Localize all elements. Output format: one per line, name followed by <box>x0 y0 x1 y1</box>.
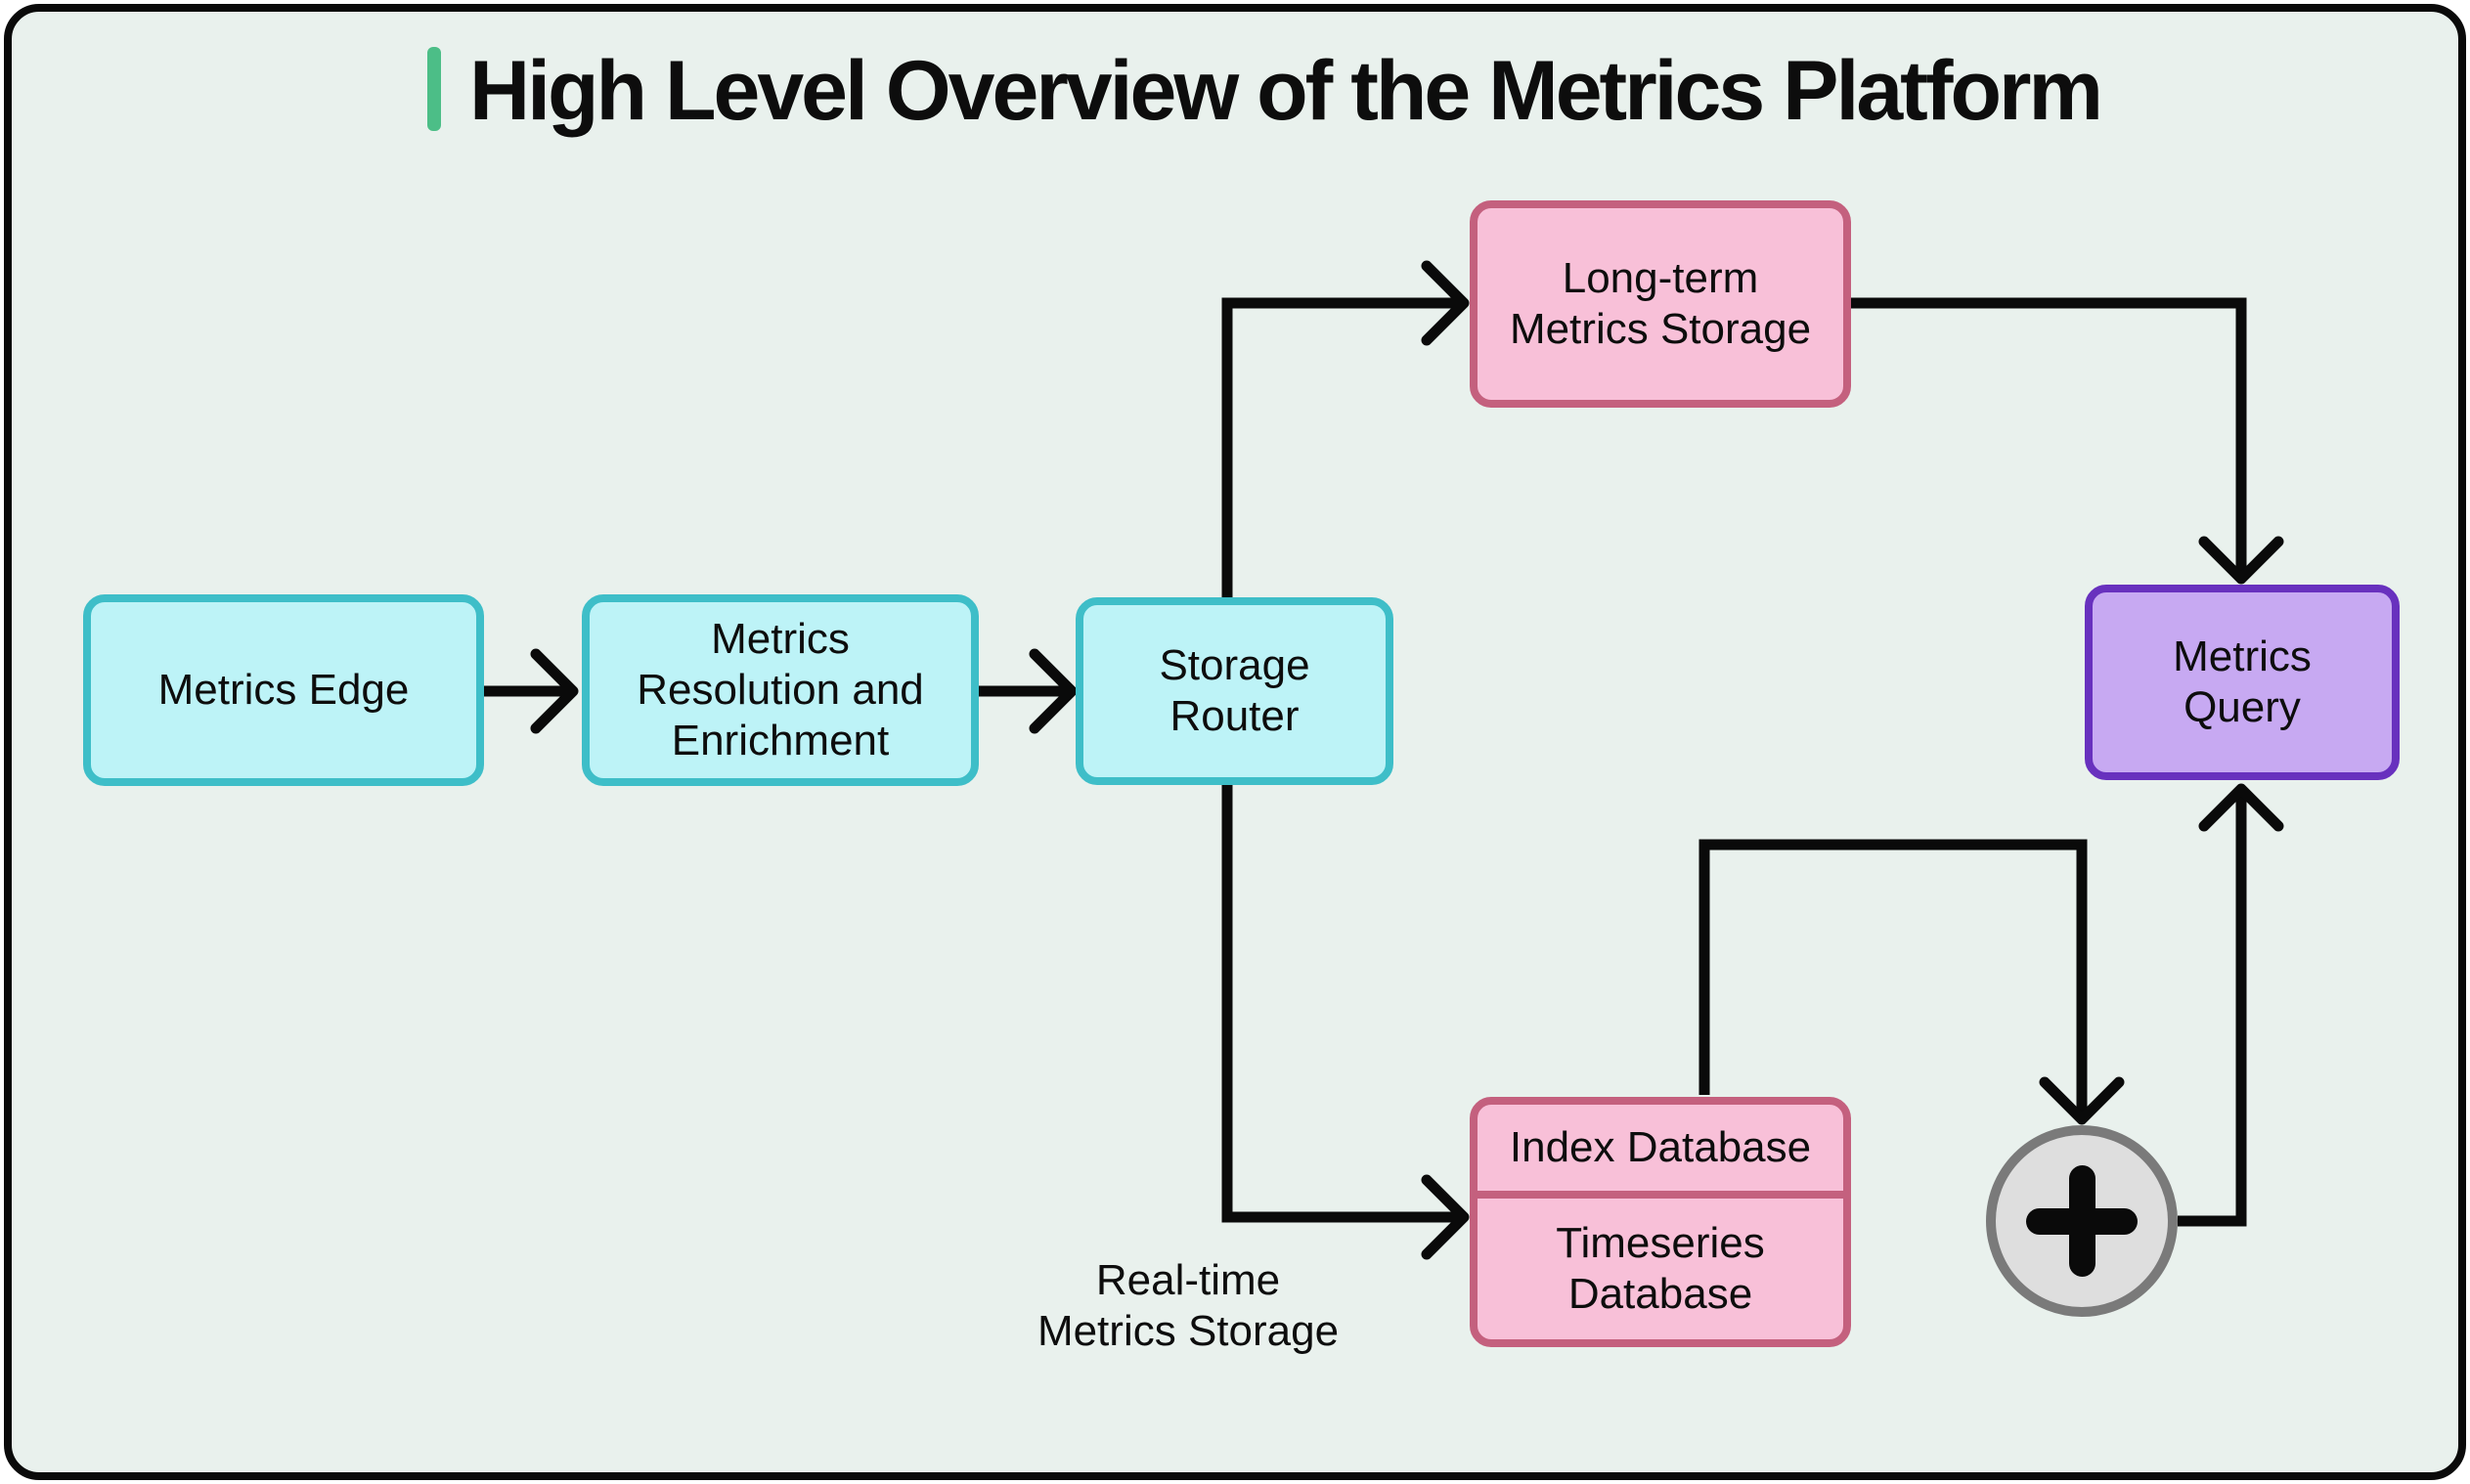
page-title: High Level Overview of the Metrics Platf… <box>469 44 2103 138</box>
stack-divider <box>1478 1191 1843 1199</box>
node-metrics-edge: Metrics Edge <box>83 594 484 786</box>
arrow-longterm-to-query-head <box>2198 536 2284 585</box>
arrow-edge-to-resolution-head <box>530 648 579 734</box>
arrow-router-to-realtime-head <box>1421 1174 1470 1260</box>
node-timeseries-database: Timeseries Database <box>1478 1199 1843 1339</box>
arrow-resolution-to-router-head <box>1029 648 1078 734</box>
node-longterm-metrics-storage-label: Long-term Metrics Storage <box>1509 254 1812 353</box>
node-metrics-resolution-enrichment-label: Metrics Resolution and Enrichment <box>637 615 924 764</box>
arrow-longterm-to-query <box>1851 297 2247 579</box>
node-metrics-resolution-enrichment: Metrics Resolution and Enrichment <box>582 594 979 786</box>
realtime-metrics-storage-label: Real-time Metrics Storage <box>1037 1256 1340 1355</box>
node-index-database-label: Index Database <box>1509 1123 1812 1172</box>
arrow-indexdb-to-aggregator-head <box>2039 1076 2125 1125</box>
node-metrics-query: Metrics Query <box>2085 585 2400 780</box>
node-storage-router: Storage Router <box>1076 597 1393 785</box>
node-longterm-metrics-storage: Long-term Metrics Storage <box>1470 200 1851 408</box>
node-timeseries-database-label: Timeseries Database <box>1556 1219 1765 1318</box>
title-accent-bar <box>427 47 441 131</box>
node-storage-router-label: Storage Router <box>1159 641 1310 740</box>
arrow-indexdb-to-aggregator <box>1698 839 2088 1119</box>
arrow-router-to-realtime <box>1221 785 1464 1223</box>
arrow-router-to-longterm-head <box>1421 260 1470 346</box>
node-index-database: Index Database <box>1478 1105 1843 1191</box>
node-realtime-storage-stack: Index Database Timeseries Database <box>1470 1097 1851 1347</box>
node-metrics-edge-label: Metrics Edge <box>157 666 410 715</box>
arrow-router-to-longterm <box>1221 297 1464 597</box>
node-metrics-query-label: Metrics Query <box>2173 633 2312 731</box>
arrow-aggregator-to-query-head <box>2198 783 2284 832</box>
arrow-aggregator-to-query <box>2178 789 2247 1227</box>
aggregator-node <box>1986 1125 2178 1317</box>
